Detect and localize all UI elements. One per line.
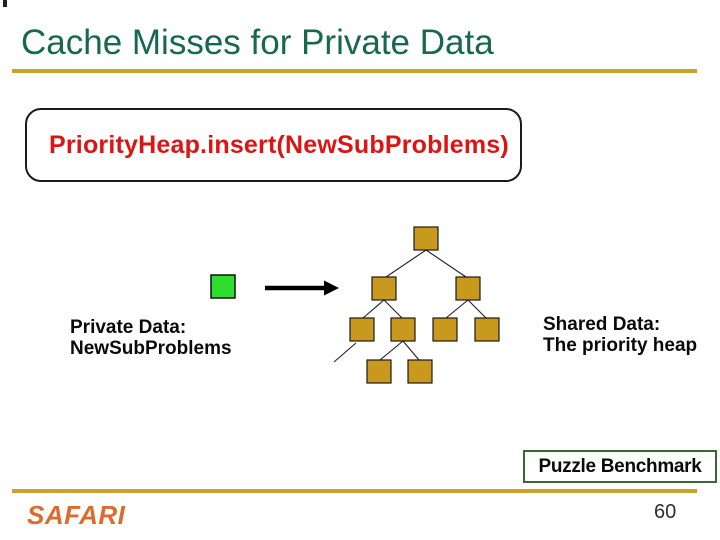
gold-square-icon bbox=[413, 226, 439, 251]
heap-edge bbox=[383, 299, 403, 319]
benchmark-callout-box: Puzzle Benchmark bbox=[523, 450, 717, 483]
shared-data-label: Shared Data: The priority heap bbox=[543, 314, 697, 356]
gold-square-icon bbox=[371, 276, 397, 301]
slide-title: Cache Misses for Private Data bbox=[21, 23, 494, 62]
heap-edge bbox=[379, 340, 404, 361]
heap-edge bbox=[385, 249, 427, 278]
footer-rule bbox=[12, 489, 697, 493]
shared-data-label-value: The priority heap bbox=[543, 335, 698, 356]
shared-data-label-title: Shared Data: bbox=[543, 314, 661, 335]
gold-square-icon bbox=[390, 317, 416, 342]
arrow-head bbox=[324, 280, 339, 296]
green-square-icon bbox=[210, 274, 236, 299]
gold-square-icon bbox=[474, 317, 500, 342]
code-statement: PriorityHeap.insert(NewSubProblems) bbox=[49, 130, 509, 159]
heap-edge bbox=[467, 299, 487, 319]
title-underline-rule bbox=[12, 69, 697, 73]
screen-corner-artifact bbox=[3, 0, 7, 7]
code-callout-box: PriorityHeap.insert(NewSubProblems) bbox=[25, 108, 522, 182]
heap-edge bbox=[402, 340, 420, 361]
heap-edge bbox=[445, 299, 469, 319]
benchmark-label: Puzzle Benchmark bbox=[538, 455, 702, 477]
heap-edge-dangling bbox=[333, 342, 357, 363]
page-number: 60 bbox=[654, 501, 677, 523]
safari-logo: SAFARI bbox=[27, 500, 126, 530]
heap-edge bbox=[425, 249, 467, 278]
right-arrow-icon bbox=[265, 280, 339, 296]
gold-square-icon bbox=[407, 359, 433, 384]
gold-square-icon bbox=[366, 359, 392, 384]
gold-square-icon bbox=[455, 276, 481, 301]
private-data-label-title: Private Data: bbox=[70, 317, 187, 338]
private-data-label: Private Data: NewSubProblems bbox=[70, 317, 232, 359]
gold-square-icon bbox=[349, 317, 375, 342]
private-data-label-value: NewSubProblems bbox=[70, 338, 232, 359]
heap-edge bbox=[362, 299, 385, 319]
gold-square-icon bbox=[432, 317, 458, 342]
